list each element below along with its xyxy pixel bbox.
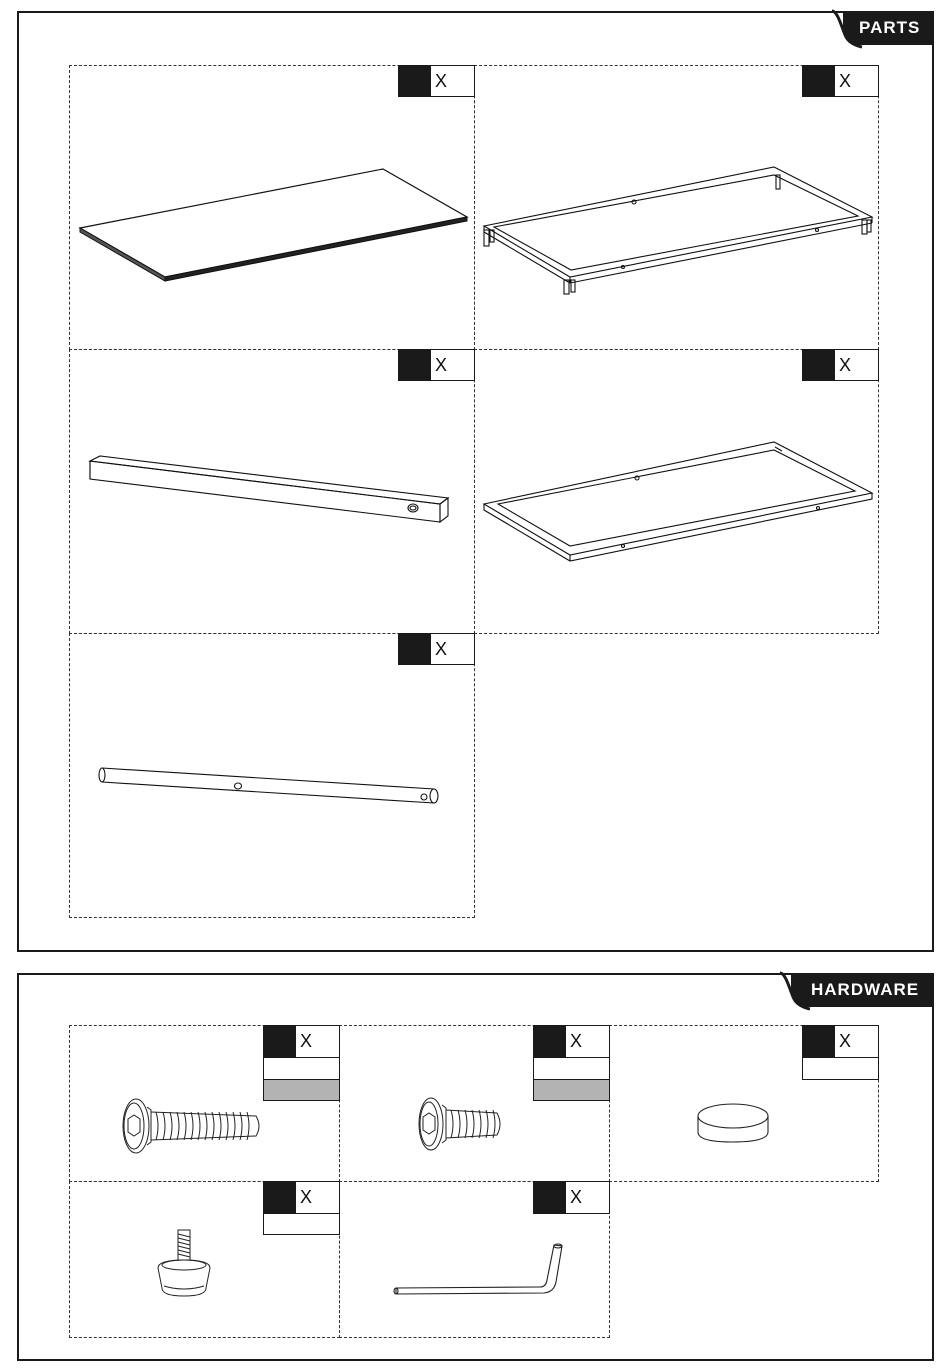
size-label-box	[263, 1057, 340, 1080]
round-rod-icon	[96, 760, 446, 810]
hardware-tab: HARDWARE	[791, 973, 934, 1007]
size-swatch-gray	[263, 1079, 340, 1101]
glass-panel-icon	[75, 160, 475, 290]
qty-box: X	[263, 1025, 340, 1058]
hardware-tab-label: HARDWARE	[811, 980, 919, 1000]
qty-box: X	[263, 1181, 340, 1214]
qty-x-label: X	[431, 350, 451, 380]
qty-x-label: X	[296, 1026, 316, 1057]
parts-tab-curve	[832, 11, 852, 51]
size-label-box	[533, 1057, 610, 1080]
qty-x-label: X	[431, 66, 451, 96]
qty-x-label: X	[835, 350, 855, 380]
qty-box: X	[533, 1181, 610, 1214]
qty-x-label: X	[296, 1182, 316, 1213]
parts-tab-label: PARTS	[859, 18, 920, 38]
qty-box: X	[533, 1025, 610, 1058]
qty-box: X	[398, 349, 475, 381]
bottom-frame-icon	[480, 438, 880, 568]
qty-box: X	[802, 1025, 879, 1058]
size-label-box	[802, 1057, 879, 1080]
disc-pad-icon	[694, 1100, 784, 1150]
size-label-box	[263, 1213, 340, 1235]
size-swatch-gray	[533, 1079, 610, 1101]
short-bolt-icon	[413, 1090, 513, 1160]
parts-tab: PARTS	[843, 11, 934, 45]
hardware-tab-curve	[780, 973, 800, 1013]
qty-box: X	[398, 65, 475, 97]
qty-x-label: X	[835, 66, 855, 96]
qty-box: X	[802, 65, 879, 97]
qty-box: X	[398, 633, 475, 665]
qty-box: X	[802, 349, 879, 381]
qty-x-label: X	[835, 1026, 855, 1057]
top-frame-icon	[480, 160, 880, 300]
qty-x-label: X	[566, 1182, 586, 1213]
long-bolt-icon	[118, 1092, 268, 1162]
leveling-foot-icon	[150, 1228, 220, 1308]
qty-x-label: X	[566, 1026, 586, 1057]
qty-x-label: X	[431, 634, 451, 664]
square-tube-icon	[88, 455, 468, 535]
allen-key-icon	[392, 1242, 572, 1312]
